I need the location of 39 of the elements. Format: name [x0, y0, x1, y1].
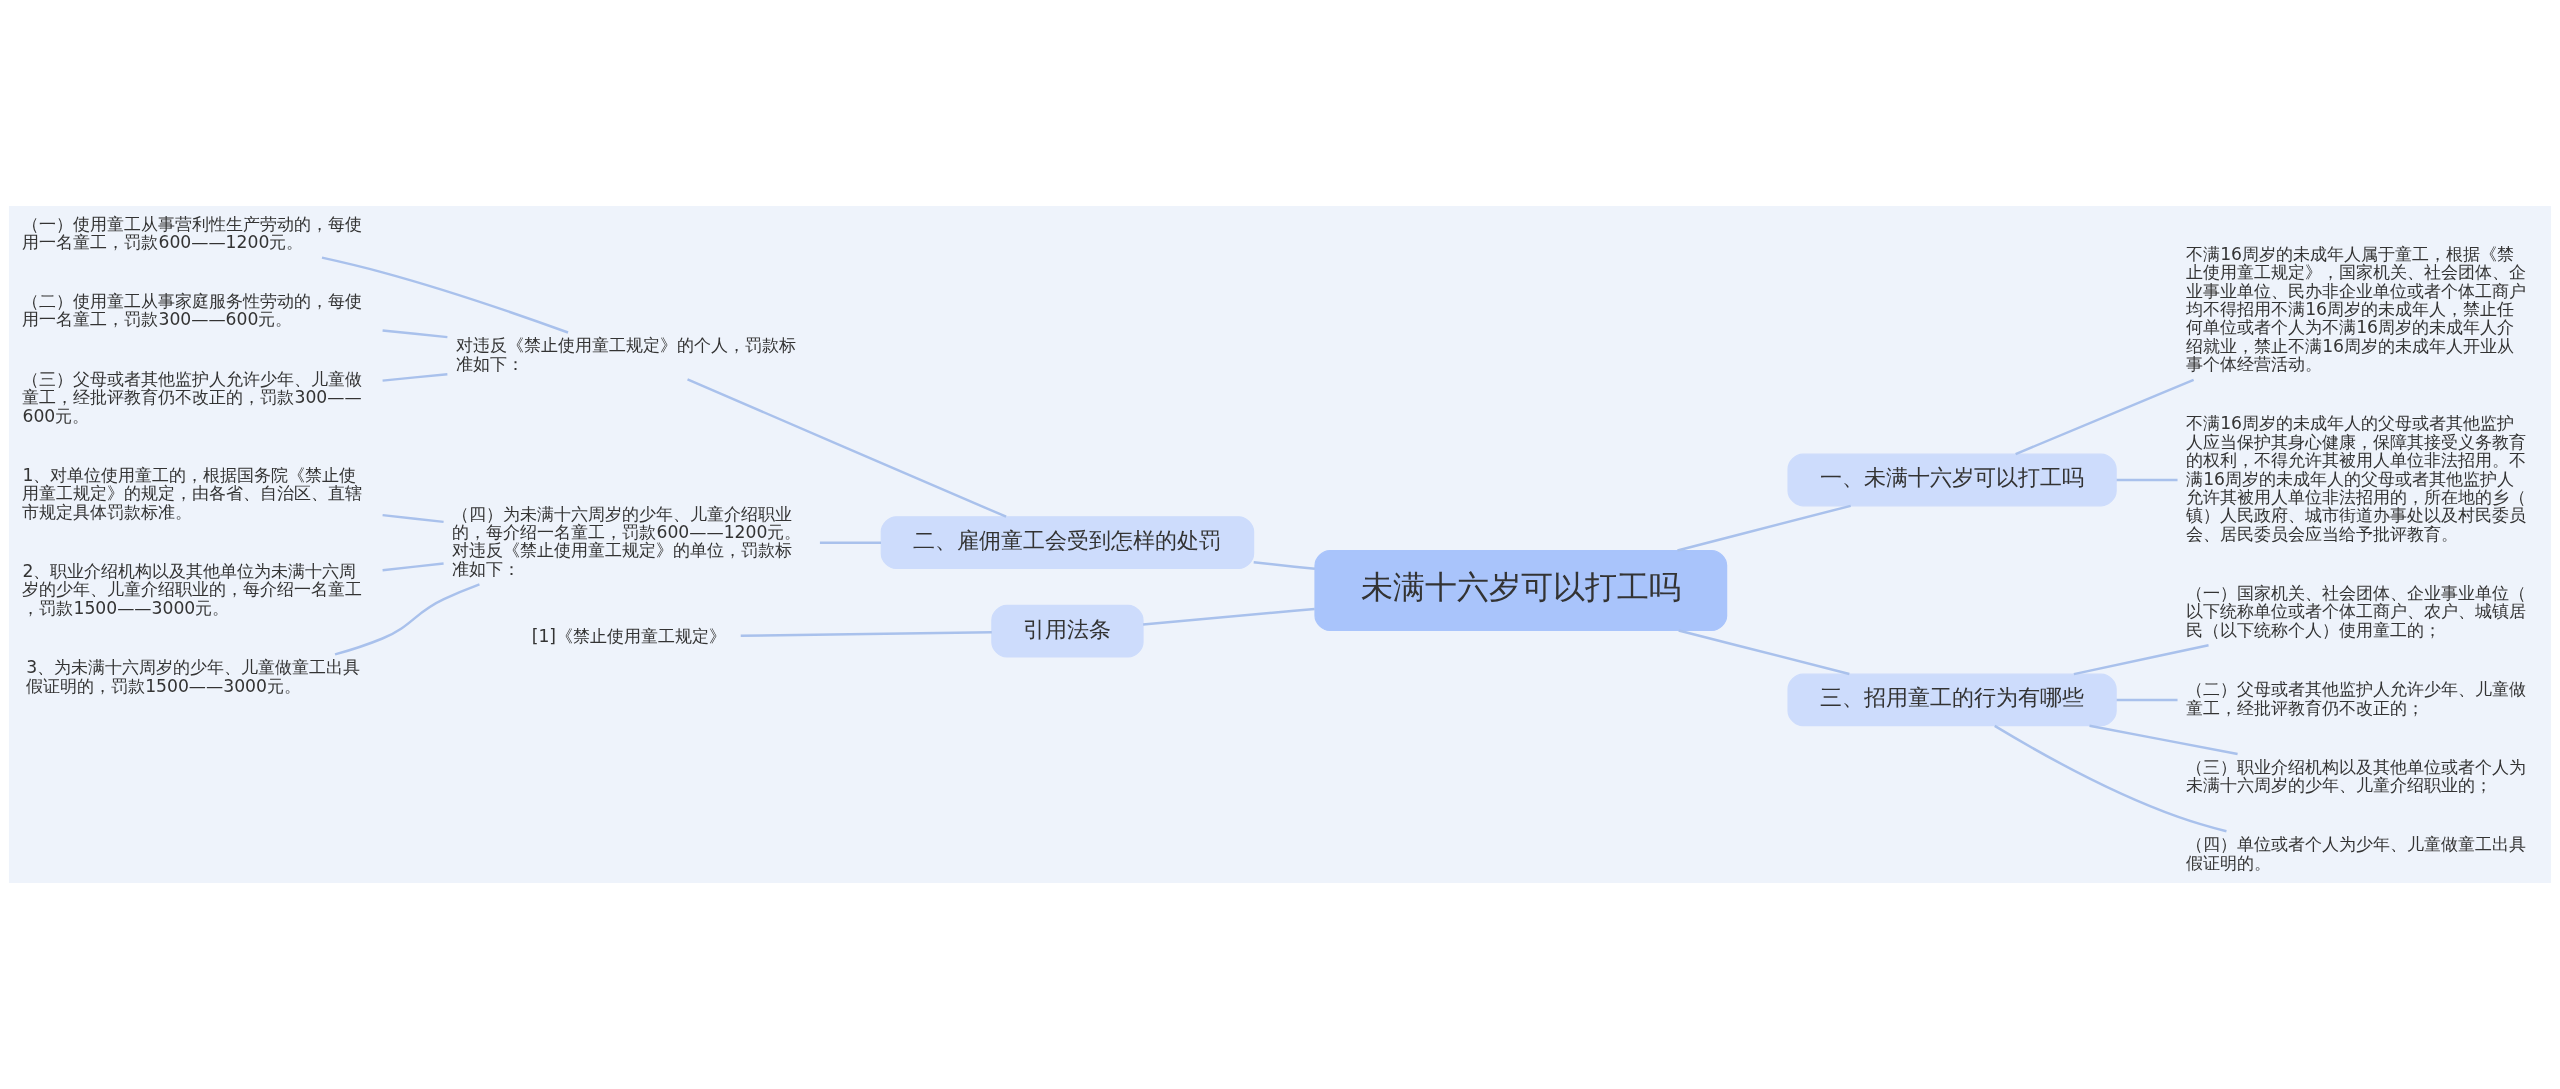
node-text: （三）父母或者其他监护人允许少年、儿童做童工，经批评教育仍不改正的，罚款300——600元。: [22, 369, 363, 426]
node-box: 引用法条: [991, 604, 1144, 658]
node-text: （二）使用童工从事家庭服务性劳动的，每使用一名童工，罚款300——600元。: [22, 291, 363, 330]
connector: [1677, 504, 1851, 552]
connector: [2073, 644, 2209, 676]
node-text: （二）父母或者其他监护人允许少年、儿童做童工，经批评教育仍不改正的；: [2186, 679, 2527, 718]
node-text: [1]《禁止使用童工规定》: [531, 625, 727, 646]
node-text: 2、职业介绍机构以及其他单位为未满十六周岁的少年、儿童介绍职业的，每介绍一名童工，罚款1500——3000元。: [22, 560, 363, 618]
connector: [2089, 724, 2238, 756]
connector: [687, 378, 1007, 518]
connector: [2015, 378, 2195, 456]
node-box: 一、未满十六岁可以打工吗: [1787, 453, 2117, 507]
connector: [382, 513, 444, 524]
connector: [2116, 478, 2178, 482]
connector: [1253, 561, 1316, 571]
node-box: 未满十六岁可以打工吗: [1314, 550, 1728, 632]
connector: [1994, 724, 2227, 833]
connector: [382, 562, 444, 572]
node-text: 3、为未满十六周岁的少年、儿童做童工出具假证明的，罚款1500——3000元。: [26, 657, 361, 696]
node-text: （三）职业介绍机构以及其他单位或者个人为未满十六周岁的少年、儿童介绍职业的；: [2186, 756, 2527, 796]
node-text: 不满16周岁的未成年人的父母或者其他监护人应当保护其身心健康，保障其接受义务教育的权利，不得允许其被用人单位非法招用。不满16周岁的未成年人的父母或者其他监护人允许其被用人单位非法招用的，所在地的乡（镇）人民政府、城市街道办事处以及村民委员会、居民委员会应当给予批评教育。: [2186, 413, 2527, 544]
node-text: （四）单位或者个人为少年、儿童做童工出具假证明的。: [2186, 834, 2527, 873]
connector: [382, 372, 448, 382]
node-text: 1、对单位使用童工的，根据国务院《禁止使用童工规定》的规定，由各省、自治区、直辖市规定具体罚款标准。: [22, 464, 363, 522]
node-text: （一）国家机关、社会团体、企业事业单位（以下统称单位或者个体工商户、农户、城镇居民（以下统称个人）使用童工的；: [2186, 582, 2527, 640]
connector: [1143, 607, 1315, 626]
connector: [321, 256, 569, 334]
node-box: 二、雇佣童工会受到怎样的处罚: [880, 516, 1255, 570]
node-text: 不满16周岁的未成年人属于童工，根据《禁止使用童工规定》，国家机关、社会团体、企业事业单位、民办非企业单位或者个体工商户均不得招用不满16周岁的未成年人，禁止任何单位或者个人为不满16周岁的未成年人介绍就业，禁止不满16周岁的未成年人开业从事个体经营活动。: [2186, 243, 2527, 375]
node-text: 对违反《禁止使用童工规定》的个人，罚款标准如下：: [456, 335, 797, 374]
connector: [740, 630, 992, 637]
connector: [2116, 698, 2178, 702]
node-text: （一）使用童工从事营利性生产劳动的，每使用一名童工，罚款600——1200元。: [22, 213, 363, 253]
connector: [1678, 629, 1850, 676]
connector: [382, 329, 448, 339]
node-text: （四）为未满十六周岁的少年、儿童介绍职业的，每介绍一名童工，罚款600——1200元。对违反《禁止使用童工规定》的单位，罚款标准如下：: [452, 503, 802, 579]
connector: [334, 583, 480, 656]
node-box: 三、招用童工的行为有哪些: [1787, 673, 2117, 727]
connector: [819, 541, 882, 544]
